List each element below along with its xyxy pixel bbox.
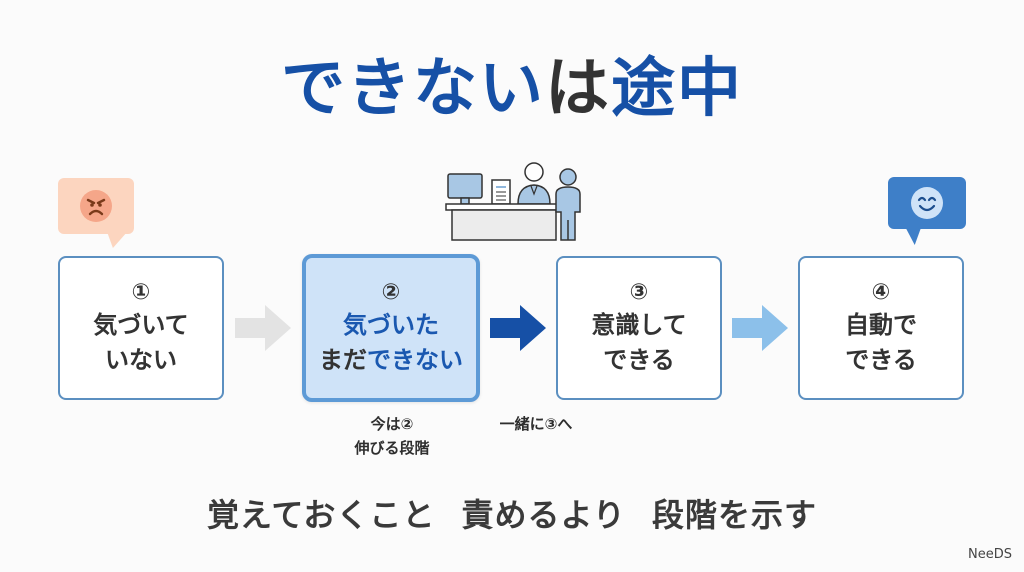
angry-speech-bubble xyxy=(58,178,134,234)
smiling-face-icon xyxy=(911,187,943,219)
step-label-line: 意識して xyxy=(591,311,687,339)
step-1-not-aware: ① 気づいて いない xyxy=(58,256,224,400)
page-title: できないは途中 xyxy=(0,44,1024,134)
step-label-line: できる xyxy=(603,346,675,374)
title-part-particle: は xyxy=(545,52,611,126)
reception-desk-icon xyxy=(445,162,581,241)
step-number: ③ xyxy=(629,280,649,305)
arrow-1-icon xyxy=(235,305,291,351)
happy-speech-bubble xyxy=(888,177,966,229)
step-number: ① xyxy=(131,280,151,305)
current-stage-note: 今は② 伸びる段階 xyxy=(322,412,462,460)
step-number: ② xyxy=(381,280,401,305)
takeaway-message: 覚えておくこと 責めるより 段階を示す xyxy=(206,496,818,534)
step-label-line: 気づいた xyxy=(343,311,439,339)
together-note: 一緒に③へ xyxy=(476,412,596,436)
note-line: 一緒に③へ xyxy=(499,415,573,433)
arrow-2-icon xyxy=(490,305,546,351)
title-part-midway: 途中 xyxy=(611,52,743,126)
step-label-line: できる xyxy=(845,346,917,374)
step-label-line: 自動で xyxy=(845,311,917,339)
step-4-automatic-can: ④ 自動で できる xyxy=(798,256,964,400)
step-3-conscious-can: ③ 意識して できる xyxy=(556,256,722,400)
note-line: 今は② xyxy=(370,415,414,433)
step-label-line: 気づいて xyxy=(93,311,189,339)
title-part-cannot: できない xyxy=(281,52,545,126)
step-label-line: いない xyxy=(105,346,177,374)
note-line: 伸びる段階 xyxy=(354,439,430,457)
step-2-aware-cannot-yet: ② 気づいた まだできない xyxy=(302,254,480,402)
step-label-dark: まだ xyxy=(319,346,367,374)
arrow-3-icon xyxy=(732,305,788,351)
step-number: ④ xyxy=(871,280,891,305)
step-label-blue: できない xyxy=(367,346,463,374)
step-label-line: まだできない xyxy=(319,343,463,378)
angry-face-icon xyxy=(80,190,112,222)
brand-logo: NeeDS xyxy=(968,547,1012,562)
